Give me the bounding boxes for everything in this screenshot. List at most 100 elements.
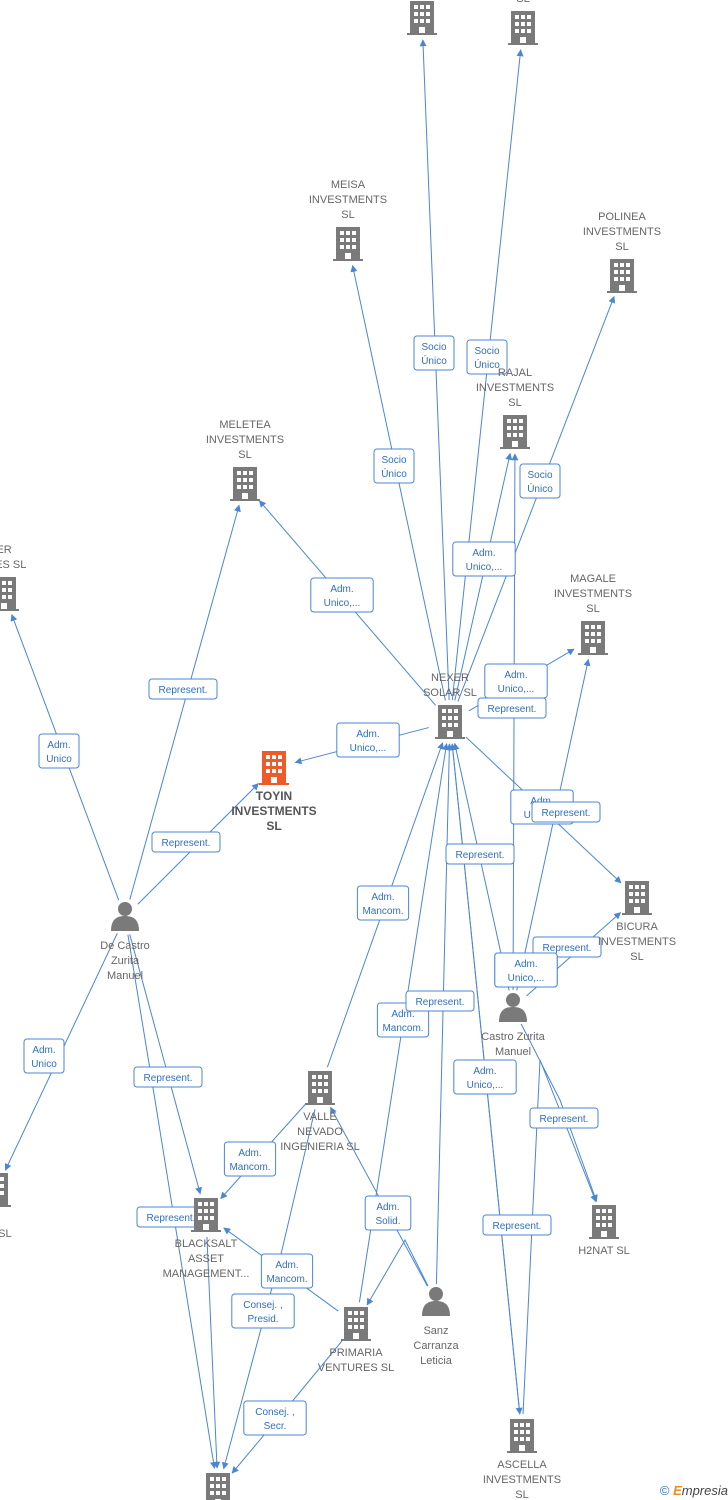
- node-label-line: Castro Zurita: [481, 1031, 545, 1043]
- edge-label-text: Solid.: [375, 1216, 400, 1227]
- building-icon[interactable]: [607, 259, 637, 293]
- edge-label-decastro-to-leftco[interactable]: Adm.Unico: [38, 733, 80, 769]
- edge-label-valle-to-bottom[interactable]: Consej. ,Presid.: [231, 1293, 295, 1329]
- building-icon[interactable]: [341, 1307, 371, 1341]
- node-label-line: SL: [341, 209, 354, 221]
- building-icon[interactable]: [0, 1173, 11, 1207]
- edge-label-decastro-to-leftco2[interactable]: Adm.Unico: [23, 1038, 65, 1074]
- building-icon[interactable]: [589, 1205, 619, 1239]
- edge-label-text: Represent.: [488, 704, 537, 715]
- edge-label-text: Socio: [381, 455, 406, 466]
- edge-label-text: Socio: [421, 342, 446, 353]
- node-label-line: SL: [238, 449, 251, 461]
- building-icon[interactable]: [578, 621, 608, 655]
- node-bottom[interactable]: [203, 1473, 233, 1500]
- edge-label-text: Represent.: [540, 1114, 589, 1125]
- building-icon[interactable]: [622, 881, 652, 915]
- node-top1[interactable]: [407, 1, 437, 35]
- edge-label-valle-to-nexer[interactable]: Adm.Mancom.: [356, 885, 410, 921]
- edge-label-text: Adm.: [47, 740, 70, 751]
- edge-blacksalt-to-bottom: [206, 1236, 221, 1469]
- edge-label-sanz-to-primaria[interactable]: Adm.Unico,...: [453, 1059, 517, 1095]
- edge-label-sanz-to-valle[interactable]: Adm.Solid.: [364, 1195, 412, 1231]
- node-meisa[interactable]: MEISA INVESTMENTS SL: [309, 179, 387, 261]
- footer-brand[interactable]: © Empresia: [660, 1483, 728, 1498]
- building-icon[interactable]: [203, 1473, 233, 1500]
- node-label-line: ES SL: [0, 1228, 12, 1240]
- edge-decastro-to-blacksalt: [129, 934, 202, 1195]
- edge-label-decastro-to-toyin[interactable]: Represent.: [151, 831, 221, 853]
- node-label-line: INVESTMENTS: [598, 936, 676, 948]
- building-icon[interactable]: [305, 1071, 335, 1105]
- edge-label-castro2-to-rajal[interactable]: Represent.: [477, 697, 547, 719]
- edge-label-text: Represent.: [542, 808, 591, 819]
- copyright-symbol: ©: [659, 1483, 670, 1498]
- node-label-line: MAGALE: [570, 573, 616, 585]
- edge-label-text: Único: [474, 358, 500, 371]
- node-blacksalt[interactable]: BLACKSALTASSETMANAGEMENT...: [163, 1198, 250, 1280]
- node-leftco[interactable]: ERBLES SL: [0, 544, 26, 611]
- person-icon[interactable]: [422, 1287, 450, 1316]
- edge-label-nexer-to-ascella[interactable]: Represent.: [482, 1214, 552, 1236]
- node-label-line: NEVADO: [297, 1126, 343, 1138]
- edge-label-text: Adm.: [473, 1066, 496, 1077]
- node-label-line: PRIMARIA: [329, 1347, 383, 1359]
- node-top2[interactable]: SL: [508, 0, 538, 45]
- building-icon[interactable]: [333, 227, 363, 261]
- edge-label-castro2-to-h2nat[interactable]: Represent.: [529, 1107, 599, 1129]
- edge-label-nexer-to-rajal[interactable]: Adm.Unico,...: [452, 541, 516, 577]
- node-leftco2[interactable]: EES SL: [0, 1173, 12, 1240]
- edge-label-castro2-to-bicura[interactable]: Represent.: [532, 936, 602, 958]
- building-icon[interactable]: [191, 1198, 221, 1232]
- edge-label-text: Represent.: [162, 838, 211, 849]
- node-label-line: MANAGEMENT...: [163, 1268, 250, 1280]
- building-icon[interactable]: [507, 1419, 537, 1453]
- person-icon[interactable]: [111, 902, 139, 931]
- edge-label-text: Unico,...: [350, 743, 387, 754]
- edge-label-decastro-to-blacksalt[interactable]: Represent.: [133, 1066, 203, 1088]
- edge-label-primaria-to-bottom[interactable]: Consej. ,Secr.: [243, 1400, 307, 1436]
- edge-label-decastro-to-meletea[interactable]: Represent.: [148, 678, 218, 700]
- edge-label-sanz-to-nexer[interactable]: Represent.: [405, 990, 475, 1012]
- node-h2nat[interactable]: H2NAT SL: [578, 1205, 630, 1257]
- edge-label-nexer-to-magale[interactable]: Adm.Unico,...: [484, 663, 548, 699]
- node-label-line: INVESTMENTS: [309, 194, 387, 206]
- edge-label-castro2-to-magale[interactable]: Represent.: [531, 801, 601, 823]
- edge-label-ascella-to-h2nat[interactable]: Adm.Unico,...: [494, 952, 558, 988]
- building-icon[interactable]: [500, 415, 530, 449]
- building-icon[interactable]: [435, 705, 465, 739]
- building-icon[interactable]: [0, 577, 19, 611]
- edge-label-text: Adm.: [472, 548, 495, 559]
- building-icon[interactable]: [407, 1, 437, 35]
- edge-label-nexer-to-toyin[interactable]: Adm.Unico,...: [336, 722, 400, 758]
- edge-label-castro2-to-nexer[interactable]: Represent.: [445, 843, 515, 865]
- edge-label-primaria-to-blacksalt[interactable]: Adm.Mancom.: [260, 1253, 314, 1289]
- edge-castro2-to-magale: [516, 658, 591, 991]
- edge-label-valle-to-blacksalt[interactable]: Adm.Mancom.: [223, 1141, 277, 1177]
- person-icon[interactable]: [499, 993, 527, 1022]
- node-label-line: MEISA: [331, 179, 366, 191]
- edge-label-text: Unico,...: [324, 598, 361, 609]
- building-icon[interactable]: [230, 467, 260, 501]
- edge-nexer-to-polinea: [457, 295, 616, 702]
- edge-label-nexer-to-meletea[interactable]: Adm.Unico,...: [310, 577, 374, 613]
- building-icon[interactable]: [508, 11, 538, 45]
- building-icon[interactable]: [259, 751, 289, 785]
